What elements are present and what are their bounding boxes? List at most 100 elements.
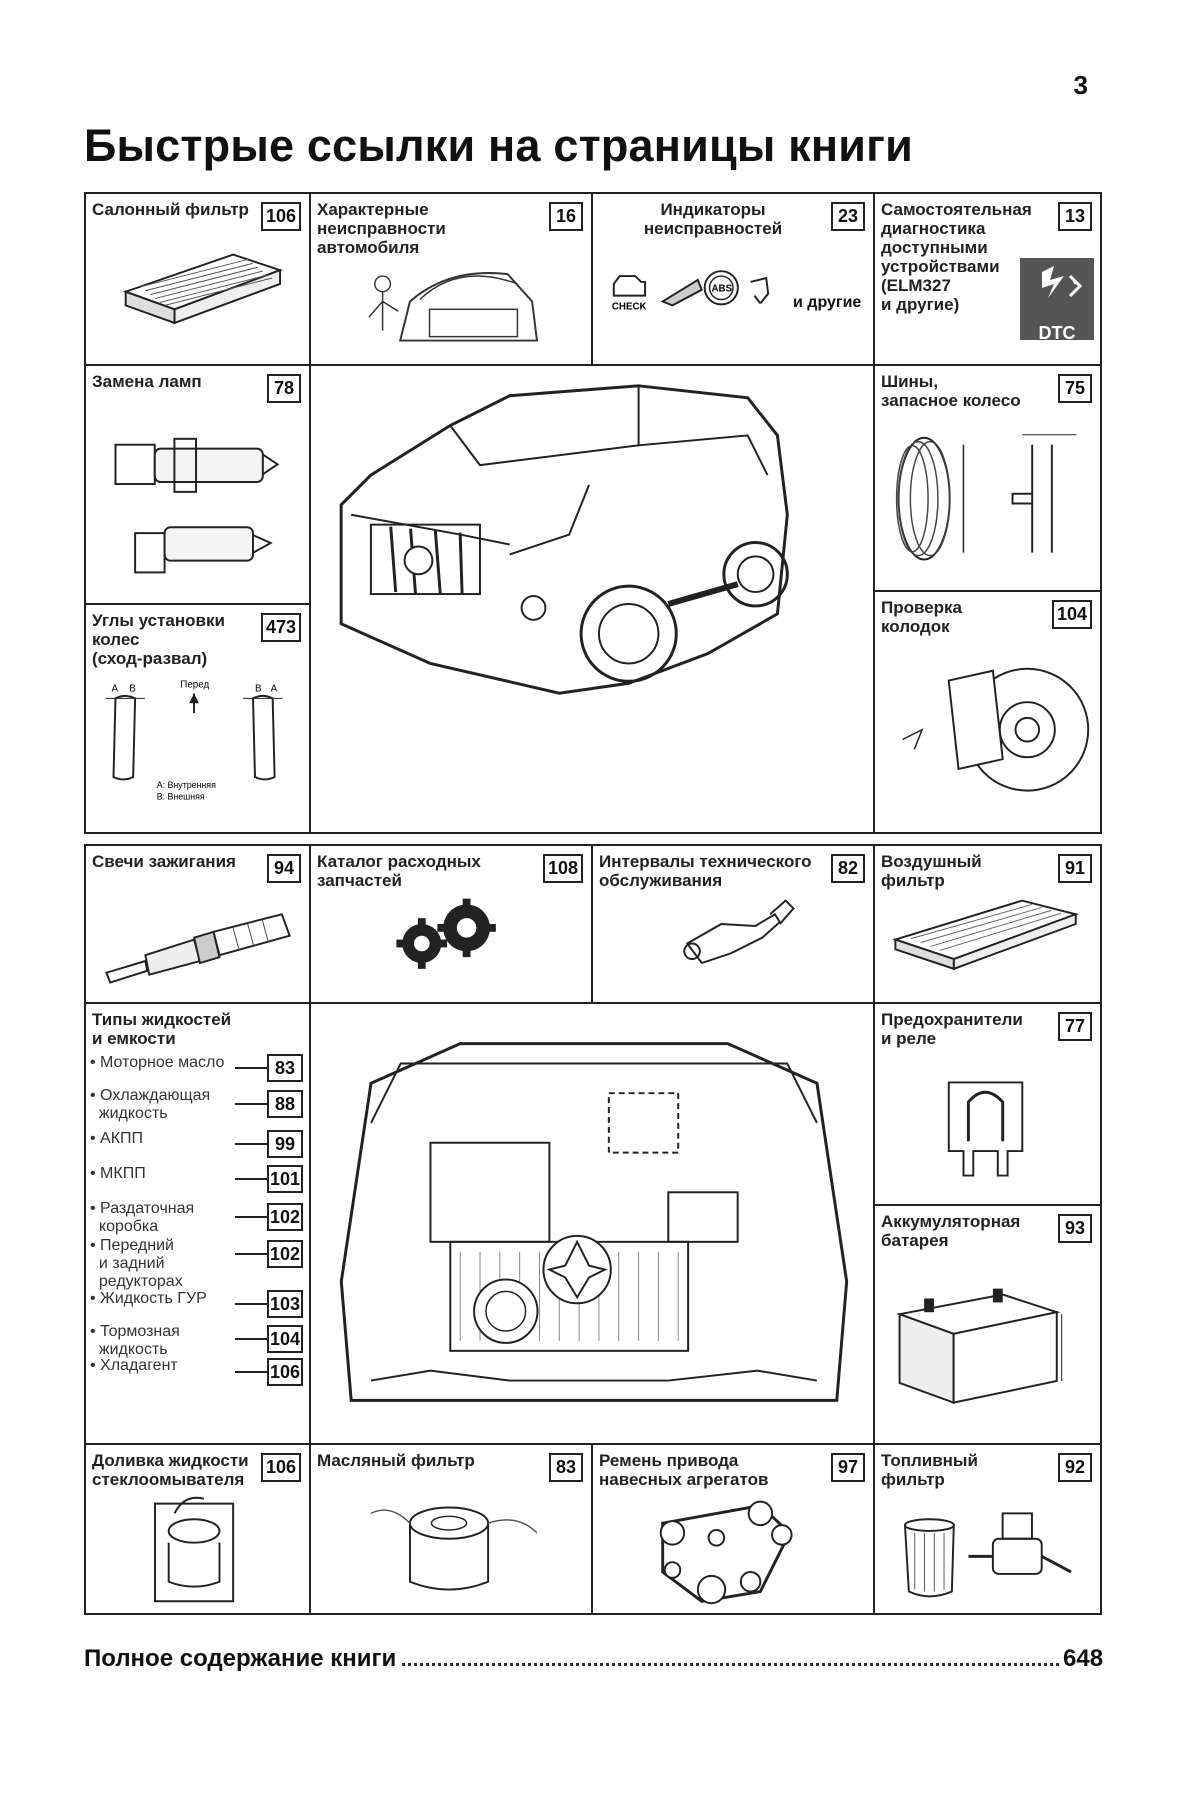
cell-fuel-filter[interactable]: Топливный фильтр 92 (873, 1443, 1102, 1615)
fluid-item-page[interactable]: 102 (267, 1203, 303, 1231)
cabin-filter-icon (122, 253, 284, 325)
fuel-filter-label: Топливный фильтр (881, 1451, 978, 1489)
fluid-item-page[interactable]: 101 (267, 1165, 303, 1193)
cell-oil-filter[interactable]: Масляный фильтр 83 (309, 1443, 593, 1615)
fluid-leader-line (235, 1303, 271, 1305)
cell-catalog[interactable]: Каталог расходных запчастей 108 (309, 844, 593, 1004)
spark-plugs-page[interactable]: 94 (267, 854, 301, 883)
fluid-leader-line (235, 1178, 271, 1180)
fluid-item-page[interactable]: 104 (267, 1325, 303, 1353)
alignment-page[interactable]: 473 (260, 613, 301, 642)
air-filter-label: Воздушный фильтр (881, 852, 982, 890)
oil-filter-icon (370, 1506, 538, 1591)
fluid-item-label: • Хладагент (90, 1357, 178, 1374)
lamps-page[interactable]: 78 (267, 374, 301, 403)
drive-belt-icon (659, 1500, 793, 1605)
fluid-item-label: • МКПП (90, 1165, 146, 1182)
cabin-filter-page[interactable]: 106 (260, 202, 301, 231)
svg-text:Перед: Перед (180, 680, 209, 691)
wrench-hand-icon (683, 899, 795, 965)
fuses-page[interactable]: 77 (1058, 1012, 1092, 1041)
fluid-item-label: • Моторное масло (90, 1054, 225, 1071)
cell-spark-plugs[interactable]: Свечи зажигания 94 (84, 844, 311, 1004)
fluid-item-page[interactable]: 106 (267, 1358, 303, 1386)
cell-battery[interactable]: Аккумуляторная батарея 93 (873, 1204, 1102, 1445)
belt-page[interactable]: 97 (831, 1453, 865, 1482)
pads-page[interactable]: 104 (1051, 600, 1092, 629)
self-diag-page[interactable]: 13 (1058, 202, 1092, 231)
fluid-leader-line (235, 1103, 271, 1105)
fluid-item-page[interactable]: 83 (267, 1054, 303, 1082)
full-contents-page[interactable]: 648 (1063, 1645, 1104, 1672)
maintenance-label: Интервалы технического обслуживания (599, 852, 812, 890)
dtc-icon: DTC (1020, 258, 1094, 343)
tires-label: Шины, запасное колесо (881, 372, 1021, 410)
battery-page[interactable]: 93 (1058, 1214, 1092, 1243)
washer-page[interactable]: 106 (260, 1453, 301, 1482)
dtc-text: DTC (1038, 323, 1076, 343)
fluid-item-page[interactable]: 99 (267, 1130, 303, 1158)
svg-text:A: A (271, 683, 278, 694)
cell-belt[interactable]: Ремень привода навесных агрегатов 97 (591, 1443, 875, 1615)
suv-illustration (339, 384, 789, 695)
fluid-item-page[interactable]: 102 (267, 1240, 303, 1268)
cell-indicators[interactable]: CHECK ABS Индикаторы неисправностей 23 и… (591, 192, 875, 366)
catalog-page[interactable]: 108 (542, 854, 583, 883)
fuse-icon (947, 1081, 1024, 1177)
air-filter-icon (892, 899, 1080, 971)
alignment-diagram: A B B A Перед A: Внутренняя B: Внешняя (105, 680, 283, 802)
tires-page[interactable]: 75 (1058, 374, 1092, 403)
fluid-item-page[interactable]: 88 (267, 1090, 303, 1118)
svg-text:B: B (129, 683, 136, 694)
self-diag-label: Самостоятельная диагностика доступными у… (881, 200, 1032, 314)
cell-air-filter[interactable]: Воздушный фильтр 91 (873, 844, 1102, 1004)
fluid-item-label: • Передний и задний редукторах (90, 1237, 183, 1290)
cell-washer[interactable]: Доливка жидкости стеклоомывателя 106 (84, 1443, 311, 1615)
engine-bay-illustration (339, 1042, 849, 1402)
fluid-item-page[interactable]: 103 (267, 1290, 303, 1318)
full-contents-link[interactable]: Полное содержание книги (84, 1645, 403, 1673)
cell-alignment[interactable]: A B B A Перед A: Внутренняя B: Внешняя У… (84, 603, 311, 834)
cell-fuses[interactable]: Предохранители и реле 77 (873, 1002, 1102, 1206)
gears-icon (396, 898, 496, 969)
fluid-item-label: • Охлаждающая жидкость (90, 1087, 211, 1122)
fluid-leader-line (235, 1338, 271, 1340)
pads-label: Проверка колодок (881, 598, 963, 636)
svg-text:B: B (255, 683, 262, 694)
malfunctions-page[interactable]: 16 (549, 202, 583, 231)
malfunctions-label: Характерные неисправности автомобиля (317, 200, 446, 257)
cell-lamps[interactable]: Замена ламп 78 (84, 364, 311, 605)
fluid-item-label: • Тормозная жидкость (90, 1323, 180, 1358)
air-filter-page[interactable]: 91 (1058, 854, 1092, 883)
cell-pads[interactable]: Проверка колодок 104 (873, 590, 1102, 834)
cell-maintenance[interactable]: Интервалы технического обслуживания 82 (591, 844, 875, 1004)
fluids-label: Типы жидкостей и емкости (92, 1010, 232, 1048)
indicators-page[interactable]: 23 (831, 202, 865, 231)
fluid-item-label: • Жидкость ГУР (90, 1290, 207, 1307)
oil-filter-page[interactable]: 83 (549, 1453, 583, 1482)
bulb-icon (114, 437, 280, 574)
svg-text:ABS: ABS (712, 284, 733, 295)
fuses-label: Предохранители и реле (881, 1010, 1023, 1048)
fuel-filter-page[interactable]: 92 (1058, 1453, 1092, 1482)
page-number: 3 (1073, 70, 1088, 100)
maintenance-page[interactable]: 82 (831, 854, 865, 883)
cell-car-illustration (309, 364, 875, 834)
fluid-leader-line (235, 1216, 271, 1218)
warning-indicators-icon: CHECK ABS (612, 270, 770, 312)
car-hood-open-icon (368, 272, 539, 342)
fuel-filter-icon (903, 1512, 1072, 1598)
spark-plug-icon (105, 913, 291, 984)
cell-engine-illustration (309, 1002, 875, 1445)
washer-label: Доливка жидкости стеклоомывателя (92, 1451, 249, 1489)
brake-caliper-icon (902, 667, 1090, 792)
spark-plugs-label: Свечи зажигания (92, 852, 236, 871)
fluid-item-label: • АКПП (90, 1130, 144, 1147)
cell-malfunctions[interactable]: Характерные неисправности автомобиля 16 (309, 192, 593, 366)
cell-cabin-filter[interactable]: Салонный фильтр 106 (84, 192, 311, 366)
fluid-leader-line (235, 1143, 271, 1145)
cell-tires[interactable]: Шины, запасное колесо 75 (873, 364, 1102, 592)
fluid-leader-line (235, 1253, 271, 1255)
fluid-item-label: • Раздаточная коробка (90, 1200, 195, 1235)
page-title: Быстрые ссылки на страницы книги (84, 120, 913, 171)
